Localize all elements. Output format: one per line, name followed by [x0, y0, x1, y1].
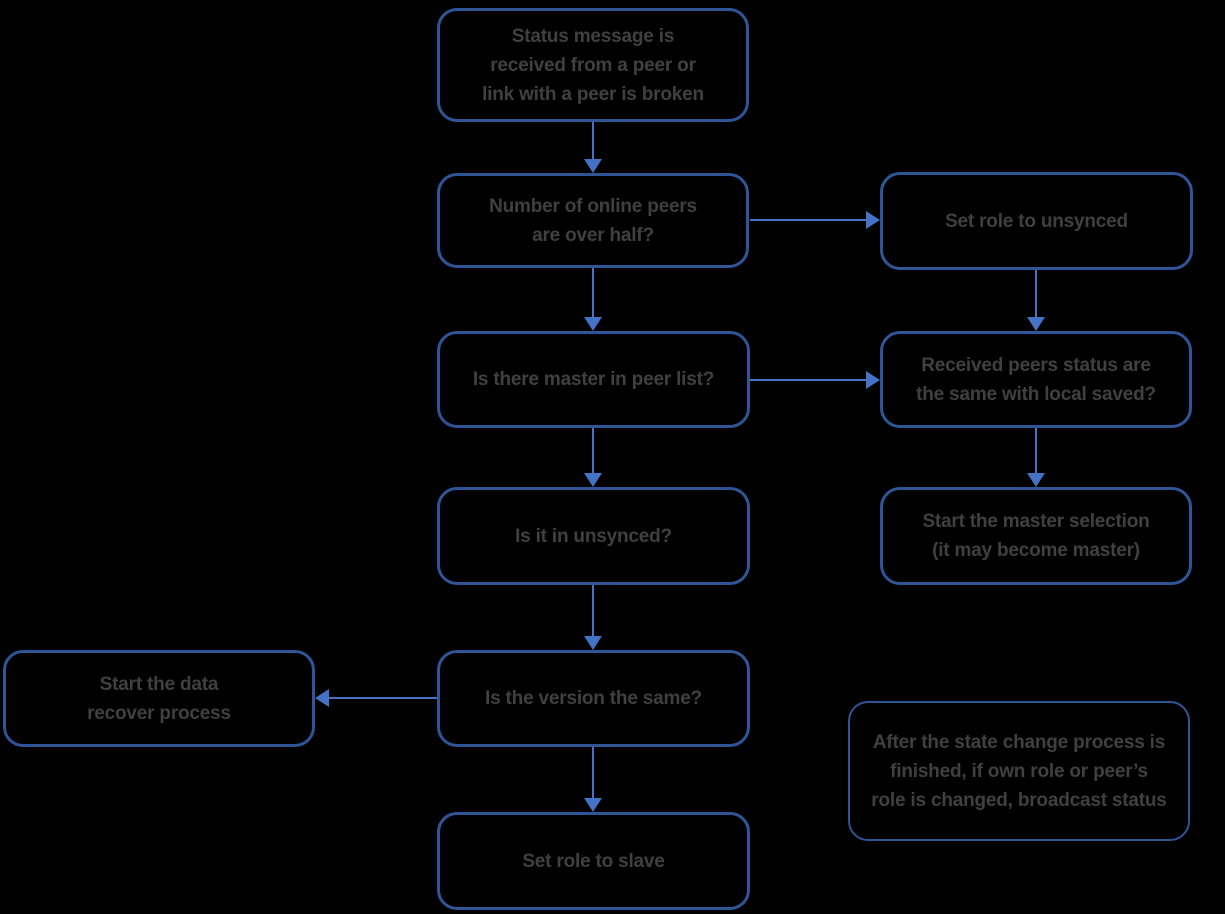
node-set-role-slave: Set role to slave: [437, 812, 750, 910]
connector-line: [750, 218, 867, 222]
node-set-role-slave-label: Set role to slave: [522, 850, 665, 872]
arrowhead-down: [1027, 473, 1045, 487]
arrowhead-right: [866, 371, 880, 389]
node-broadcast-note-label: After the state change process is finish…: [871, 731, 1167, 811]
node-received-peers-status-label: Received peers status are the same with …: [916, 354, 1156, 405]
node-start-master-selection-label: Start the master selection (it may becom…: [922, 511, 1150, 561]
connector-line: [591, 268, 595, 318]
node-version-same: Is the version the same?: [437, 650, 750, 747]
arrowhead-down: [1027, 317, 1045, 331]
arrowhead-down: [584, 798, 602, 812]
arrowhead-left: [315, 689, 329, 707]
node-status-message: Status message is received from a peer o…: [437, 8, 749, 122]
connector-line: [591, 585, 595, 637]
arrowhead-down: [584, 317, 602, 331]
node-master-in-peer-list: Is there master in peer list?: [437, 331, 750, 428]
connector-line: [591, 428, 595, 474]
node-start-data-recover: Start the data recover process: [3, 650, 315, 747]
node-is-it-in-unsynced: Is it in unsynced?: [437, 487, 750, 585]
connector-line: [1034, 270, 1038, 318]
node-broadcast-note: After the state change process is finish…: [848, 701, 1190, 841]
arrowhead-down: [584, 473, 602, 487]
node-set-role-unsynced: Set role to unsynced: [880, 172, 1193, 270]
node-is-it-in-unsynced-label: Is it in unsynced?: [515, 525, 672, 547]
node-online-peers-over-half: Number of online peers are over half?: [437, 173, 749, 268]
connector-line: [750, 378, 867, 382]
connector-line: [591, 747, 595, 799]
node-status-message-label: Status message is received from a peer o…: [482, 25, 704, 105]
node-set-role-unsynced-label: Set role to unsynced: [945, 210, 1128, 232]
arrowhead-down: [584, 159, 602, 173]
node-master-in-peer-list-label: Is there master in peer list?: [472, 369, 715, 390]
node-online-peers-over-half-label: Number of online peers are over half?: [489, 195, 697, 246]
node-start-master-selection: Start the master selection (it may becom…: [880, 487, 1192, 585]
connector-line: [328, 696, 437, 700]
connector-line: [1034, 428, 1038, 474]
node-version-same-label: Is the version the same?: [485, 688, 702, 709]
arrowhead-down: [584, 636, 602, 650]
node-start-data-recover-label: Start the data recover process: [87, 673, 231, 724]
arrowhead-right: [866, 211, 880, 229]
connector-line: [591, 122, 595, 160]
node-received-peers-status: Received peers status are the same with …: [880, 331, 1192, 428]
